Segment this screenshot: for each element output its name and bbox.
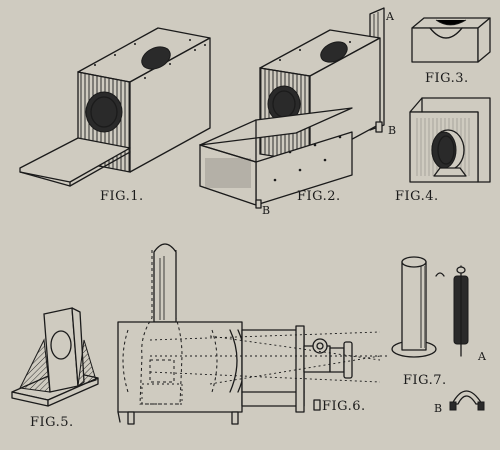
fig-2-drawing: A B B FIG.2.: [199, 7, 396, 217]
fig-5-drawing: FIG.5.: [11, 307, 99, 430]
fig-2-part-b-right: B: [388, 124, 396, 137]
fig-2-part-b-left: B: [262, 204, 270, 217]
fig-6-drawing: FIG.6.: [117, 243, 390, 425]
fig-6-label: FIG.6.: [322, 399, 366, 414]
fig-2-part-a: A: [385, 10, 395, 23]
fig-2-label: FIG.2.: [297, 189, 341, 204]
fig-7-part-a: A: [477, 350, 487, 363]
fig-4-label: FIG.4.: [395, 189, 439, 204]
fig-7-label: FIG.7.: [403, 373, 447, 388]
fig-4-drawing: FIG.4.: [395, 97, 491, 204]
fig-7-drawing: A B FIG.7.: [391, 256, 487, 415]
fig-1-drawing: FIG.1.: [19, 27, 211, 204]
fig-5-label: FIG.5.: [30, 415, 74, 430]
fig-7-part-b: B: [434, 402, 442, 415]
fig-3-label: FIG.3.: [425, 71, 469, 86]
fig-1-label: FIG.1.: [100, 189, 144, 204]
fig-3-drawing: FIG.3.: [411, 17, 491, 86]
